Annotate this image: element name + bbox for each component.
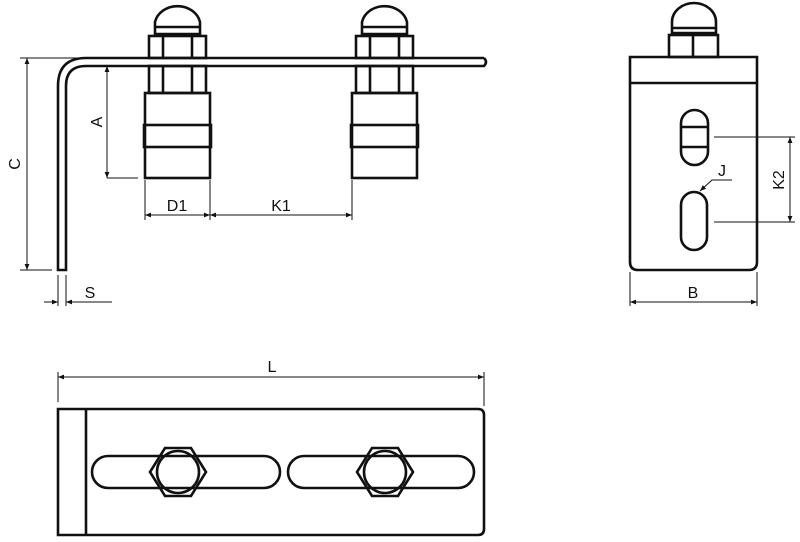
slot-2: [286, 454, 476, 490]
knurled-roller: [143, 91, 212, 180]
hex-nut: [147, 34, 208, 60]
dim-label-j: J: [718, 163, 726, 180]
dome-cap: [670, 1, 718, 35]
dim-label-b: B: [688, 285, 699, 302]
bracket-plate: [56, 56, 488, 272]
slot-1: [90, 454, 282, 490]
top-view: L: [56, 359, 486, 537]
dim-label-s: S: [85, 285, 96, 302]
dim-label-d1: D1: [167, 198, 188, 215]
dim-label-c: C: [7, 158, 24, 170]
dim-label-k2: K2: [771, 170, 788, 190]
hex-nut: [354, 34, 415, 60]
roller-slot: [679, 108, 710, 167]
nut-2: [355, 446, 415, 498]
mounting-slot: [679, 190, 709, 252]
hex-nut-lower: [147, 64, 208, 95]
dim-label-k1: K1: [271, 198, 291, 215]
nut-1: [148, 446, 208, 498]
front-view: C A D1 K1 S: [7, 4, 488, 306]
dim-label-l: L: [268, 359, 277, 376]
hex-nut-lower: [354, 64, 415, 95]
dim-label-a: A: [89, 116, 106, 127]
side-view: J K2 B: [628, 1, 795, 306]
knurled-roller: [350, 91, 419, 180]
bracket-side: [628, 55, 759, 272]
bracket-top: [56, 407, 486, 537]
roller-2: [349, 4, 420, 180]
roller-1: [142, 4, 213, 180]
dome-cap: [153, 4, 202, 36]
dome-cap: [360, 4, 409, 36]
